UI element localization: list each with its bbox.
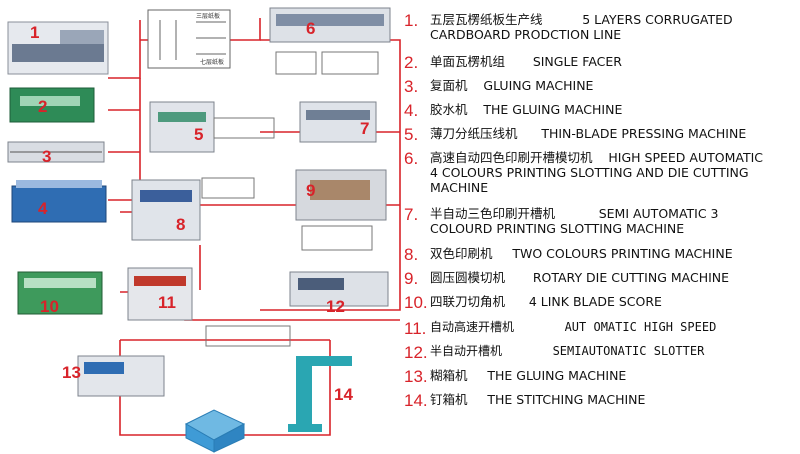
- legend-number: 13.: [404, 367, 428, 386]
- legend-text: 四联刀切角机 4 LINK BLADE SCORE: [430, 294, 662, 309]
- machine-number-1: 1: [30, 23, 39, 42]
- machine-number-9: 9: [306, 181, 315, 200]
- legend-number: 3.: [404, 77, 419, 96]
- process-flow-diagram: 三层纸板 七层纸板 1 2 3 4 5 6 7 8 9 10 11 12 13 …: [7, 7, 401, 453]
- machine-numbers: 1 2 3 4 5 6 7 8 9 10 11 12 13 14: [30, 19, 369, 404]
- legend-text: 圆压圆模切机 ROTARY DIE CUTTING MACHINE: [430, 270, 730, 285]
- legend-number: 6.: [404, 149, 419, 168]
- legend-number: 8.: [404, 245, 419, 264]
- legend-text: 双色印刷机 TWO COLOURS PRINTING MACHINE: [430, 246, 733, 261]
- legend-text: 薄刀分纸压线机 THIN-BLADE PRESSING MACHINE: [430, 126, 747, 141]
- machine-single-facer-image: [9, 87, 95, 123]
- machine-two-colours-image: [131, 179, 201, 241]
- carton-box-icon: [184, 409, 246, 453]
- legend-text: 半自动开槽机 SEMIAUTONATIC SLOTTER: [430, 344, 705, 358]
- machine-number-4: 4: [38, 199, 48, 218]
- machine-gluing-image: [7, 141, 105, 163]
- legend-number: 14.: [404, 391, 428, 410]
- machine-5-layers-line-image: [7, 21, 109, 75]
- machine-semi-auto-3-colour-image: [299, 101, 377, 143]
- sketch-title: 三层纸板: [196, 12, 220, 20]
- machine-auto-high-speed-image: [127, 267, 193, 321]
- legend-number: 10.: [404, 293, 428, 312]
- machine-number-7: 7: [360, 119, 369, 138]
- legend-text: 半自动三色印刷开槽机 SEMI AUTOMATIC 3 COLOURD PRIN…: [430, 206, 719, 236]
- legend-text: 糊箱机 THE GLUING MACHINE: [430, 368, 627, 383]
- legend-number: 9.: [404, 269, 419, 288]
- legend-number: 5.: [404, 125, 419, 144]
- machine-number-5: 5: [194, 125, 203, 144]
- legend-text: 自动高速开槽机 AUT OMATIC HIGH SPEED: [430, 320, 717, 334]
- machine-number-8: 8: [176, 215, 185, 234]
- machine-number-6: 6: [306, 19, 315, 38]
- machine-number-2: 2: [38, 97, 47, 116]
- machine-the-gluing-image: [11, 180, 107, 223]
- machine-thin-blade-image: [149, 101, 215, 153]
- machine-number-10: 10: [40, 297, 59, 316]
- legend-number: 2.: [404, 53, 419, 72]
- legend-text: 高速自动四色印刷开槽模切机 HIGH SPEED AUTOMATIC 4 COL…: [430, 150, 763, 195]
- machine-high-speed-automatic-image: [269, 7, 391, 43]
- machine-number-3: 3: [42, 147, 51, 166]
- machine-number-13: 13: [62, 363, 81, 382]
- legend-text: 单面瓦楞机组 SINGLE FACER: [430, 54, 622, 69]
- die-cut-sketches: [201, 51, 379, 347]
- machine-rotary-die-image: [295, 169, 387, 221]
- machine-4-link-blade-image: [17, 271, 103, 315]
- legend-number: 7.: [404, 205, 419, 224]
- machine-number-14: 14: [334, 385, 353, 404]
- machine-semi-auto-slotter-image: [289, 271, 389, 307]
- legend-number: 11.: [404, 319, 427, 338]
- legend-text: 钉箱机 THE STITCHING MACHINE: [430, 392, 646, 407]
- machine-stitching-image: [288, 356, 352, 432]
- legend-text: 五层瓦楞纸板生产线 5 LAYERS CORRUGATED CARDBOARD …: [430, 12, 733, 42]
- machine-number-12: 12: [326, 297, 345, 316]
- cardboard-sketch-panel: [147, 9, 231, 69]
- machine-box-gluing-image: [77, 355, 165, 397]
- legend-number: 4.: [404, 101, 419, 120]
- legend-number: 1.: [404, 11, 419, 30]
- legend-text: 胶水机 THE GLUING MACHINE: [430, 102, 623, 117]
- machine-number-11: 11: [158, 293, 176, 312]
- sketch-bottom-label: 七层纸板: [200, 58, 224, 66]
- legend-text: 复面机 GLUING MACHINE: [430, 78, 594, 93]
- legend-number: 12.: [404, 343, 428, 362]
